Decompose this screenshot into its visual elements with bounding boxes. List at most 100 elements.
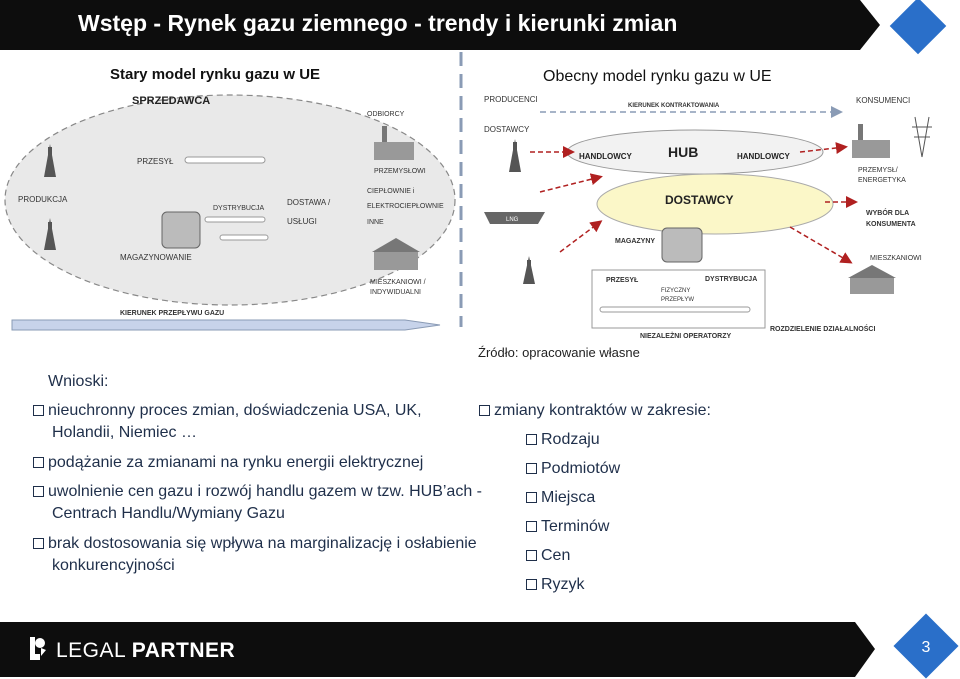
checkbox-bullet-icon [526,521,537,532]
arrow [559,220,603,253]
label-przesyl-new: PRZESYŁ [606,277,639,284]
label-handlowcy-right: HANDLOWCY [737,152,791,161]
sub-bullet-text: Podmiotów [541,460,621,477]
label-fizyczny: FIZYCZNY [661,288,690,294]
old-model-heading: Stary model rynku gazu w UE [110,66,320,83]
operators-box [591,269,766,329]
label-odbiorcy: ODBIORCY [367,111,405,118]
pipe-icon [599,306,751,313]
label-kierunek-kontraktowania: KIERUNEK KONTRAKTOWANIA [628,103,720,109]
sub-bullet-item: Podmiotów [526,458,620,480]
checkbox-bullet-icon [33,457,44,468]
factory-icon [852,124,890,158]
label-przeplyw: PRZEPŁYW [661,297,694,303]
bullet-text: zmiany kontraktów w zakresie: [494,402,711,419]
label-niezalezni-operatorzy: NIEZALEŻNI OPERATORZY [640,332,731,340]
label-mieszkaniowi-new: MIESZKANIOWI [870,255,922,262]
sub-bullet-text: Rodzaju [541,431,600,448]
sub-bullet-text: Cen [541,547,571,564]
checkbox-bullet-icon [526,579,537,590]
checkbox-bullet-icon [526,550,537,561]
bullet-text: podążanie za zmianami na rynku energii e… [48,454,424,471]
source-note: Źródło: opracowanie własne [478,345,640,360]
label-producenci: PRODUCENCI [484,95,538,104]
bullet-item: podążanie za zmianami na rynku energii e… [33,452,462,474]
label-przemyslowi: PRZEMYSŁOWI [374,168,426,175]
arrow [539,173,603,193]
houses-icon [372,238,420,270]
checkbox-bullet-icon [526,463,537,474]
label-dostawa: DOSTAWA / [287,198,331,207]
suppliers-ellipse [596,173,834,235]
gas-well-icon [44,218,56,250]
conclusions-heading: Wnioski: [48,373,108,391]
new-model-heading: Obecny model rynku gazu w UE [543,68,772,85]
checkbox-bullet-icon [33,486,44,497]
label-uslugi: USŁUGI [287,217,317,226]
pipe-icon [184,156,266,164]
gas-well-icon [523,256,535,284]
page-title: Wstęp - Rynek gazu ziemnego - trendy i k… [78,10,678,36]
old-model-ellipse [4,94,456,306]
logo-text-bold: PARTNER [131,639,236,662]
checkbox-bullet-icon [526,492,537,503]
conclusions-colon: : [104,373,109,390]
page-number: 3 [921,639,931,656]
checkbox-bullet-icon [33,538,44,549]
sub-bullet-text: Terminów [541,518,610,535]
sub-bullet-item: Rodzaju [526,429,600,451]
logo-text-light: LEGAL [56,639,132,662]
label-energetyka: ENERGETYKA [858,177,906,184]
label-inne: INNE [367,219,384,226]
label-dystrybucja-old: DYSTRYBUCJA [213,205,265,212]
sub-bullet-text: Miejsca [541,489,596,506]
label-mieszkaniowi-old: MIESZKANIOWI / [370,279,426,286]
gas-well-icon [44,144,56,177]
label-lng: LNG [506,217,519,223]
bullet-item: zmiany kontraktów w zakresie: [479,400,711,422]
label-indywidualni: INDYWIDUALNI [370,289,421,296]
pipe-icon [204,216,266,223]
sub-bullet-item: Terminów [526,516,609,538]
power-pylon-icon [912,116,932,158]
bullet-item: uwolnienie cen gazu i rozwój handlu gaze… [33,481,492,525]
gas-well-icon [509,139,521,172]
factory-icon [374,126,414,160]
label-rozdzielenie: ROZDZIELENIE DZIAŁALNOŚCI [770,324,875,333]
label-hub: HUB [668,144,698,160]
logo-mark-icon [30,637,46,660]
label-konsumenci: KONSUMENCI [856,96,910,105]
label-elektrocieplownie: ELEKTROCIEPŁOWNIE [367,203,444,210]
blue-diamond-decoration [889,0,947,55]
bullet-text: nieuchronny proces zmian, doświadczenia … [48,402,422,441]
title-bar [0,0,880,50]
arrow [789,226,853,264]
footer-bar [0,622,875,677]
bullet-text: uwolnienie cen gazu i rozwój handlu gaze… [48,483,482,522]
bullet-item: nieuchronny proces zmian, doświadczenia … [33,400,462,444]
legal-partner-logo: LEGAL PARTNER [28,636,235,663]
label-kierunek-przeplywu: KIERUNEK PRZEPŁYWU GAZU [120,310,224,317]
label-cieplownie: CIEPŁOWNIE i [367,188,415,195]
storage-tank-icon [661,227,703,263]
lng-ship-icon: LNG [484,212,545,224]
sub-bullet-item: Cen [526,545,570,567]
label-sprzedawca: SPRZEDAWCA [132,95,210,107]
flow-arrow [11,319,441,331]
conclusions-label: Wnioski [48,373,105,390]
label-produkcja: PRODUKCJA [18,195,68,204]
label-konsumenta: KONSUMENTA [866,221,916,228]
label-handlowcy-left: HANDLOWCY [579,152,633,161]
label-przesyl-old: PRZESYŁ [137,157,174,166]
label-magazynowanie: MAGAZYNOWANIE [120,253,192,262]
label-przemysl: PRZEMYSŁ/ [858,167,898,174]
label-dystrybucja-new: DYSTRYBUCJA [705,276,757,283]
bullet-text: brak dostosowania się wpływa na marginal… [48,535,477,574]
bullet-item: brak dostosowania się wpływa na marginal… [33,533,492,577]
sub-bullet-item: Ryzyk [526,574,585,596]
checkbox-bullet-icon [33,405,44,416]
checkbox-bullet-icon [526,434,537,445]
label-wybor: WYBÓR DLA [866,208,909,217]
label-dostawcy: DOSTAWCY [665,193,733,207]
label-dostawcy-top: DOSTAWCY [484,125,530,134]
